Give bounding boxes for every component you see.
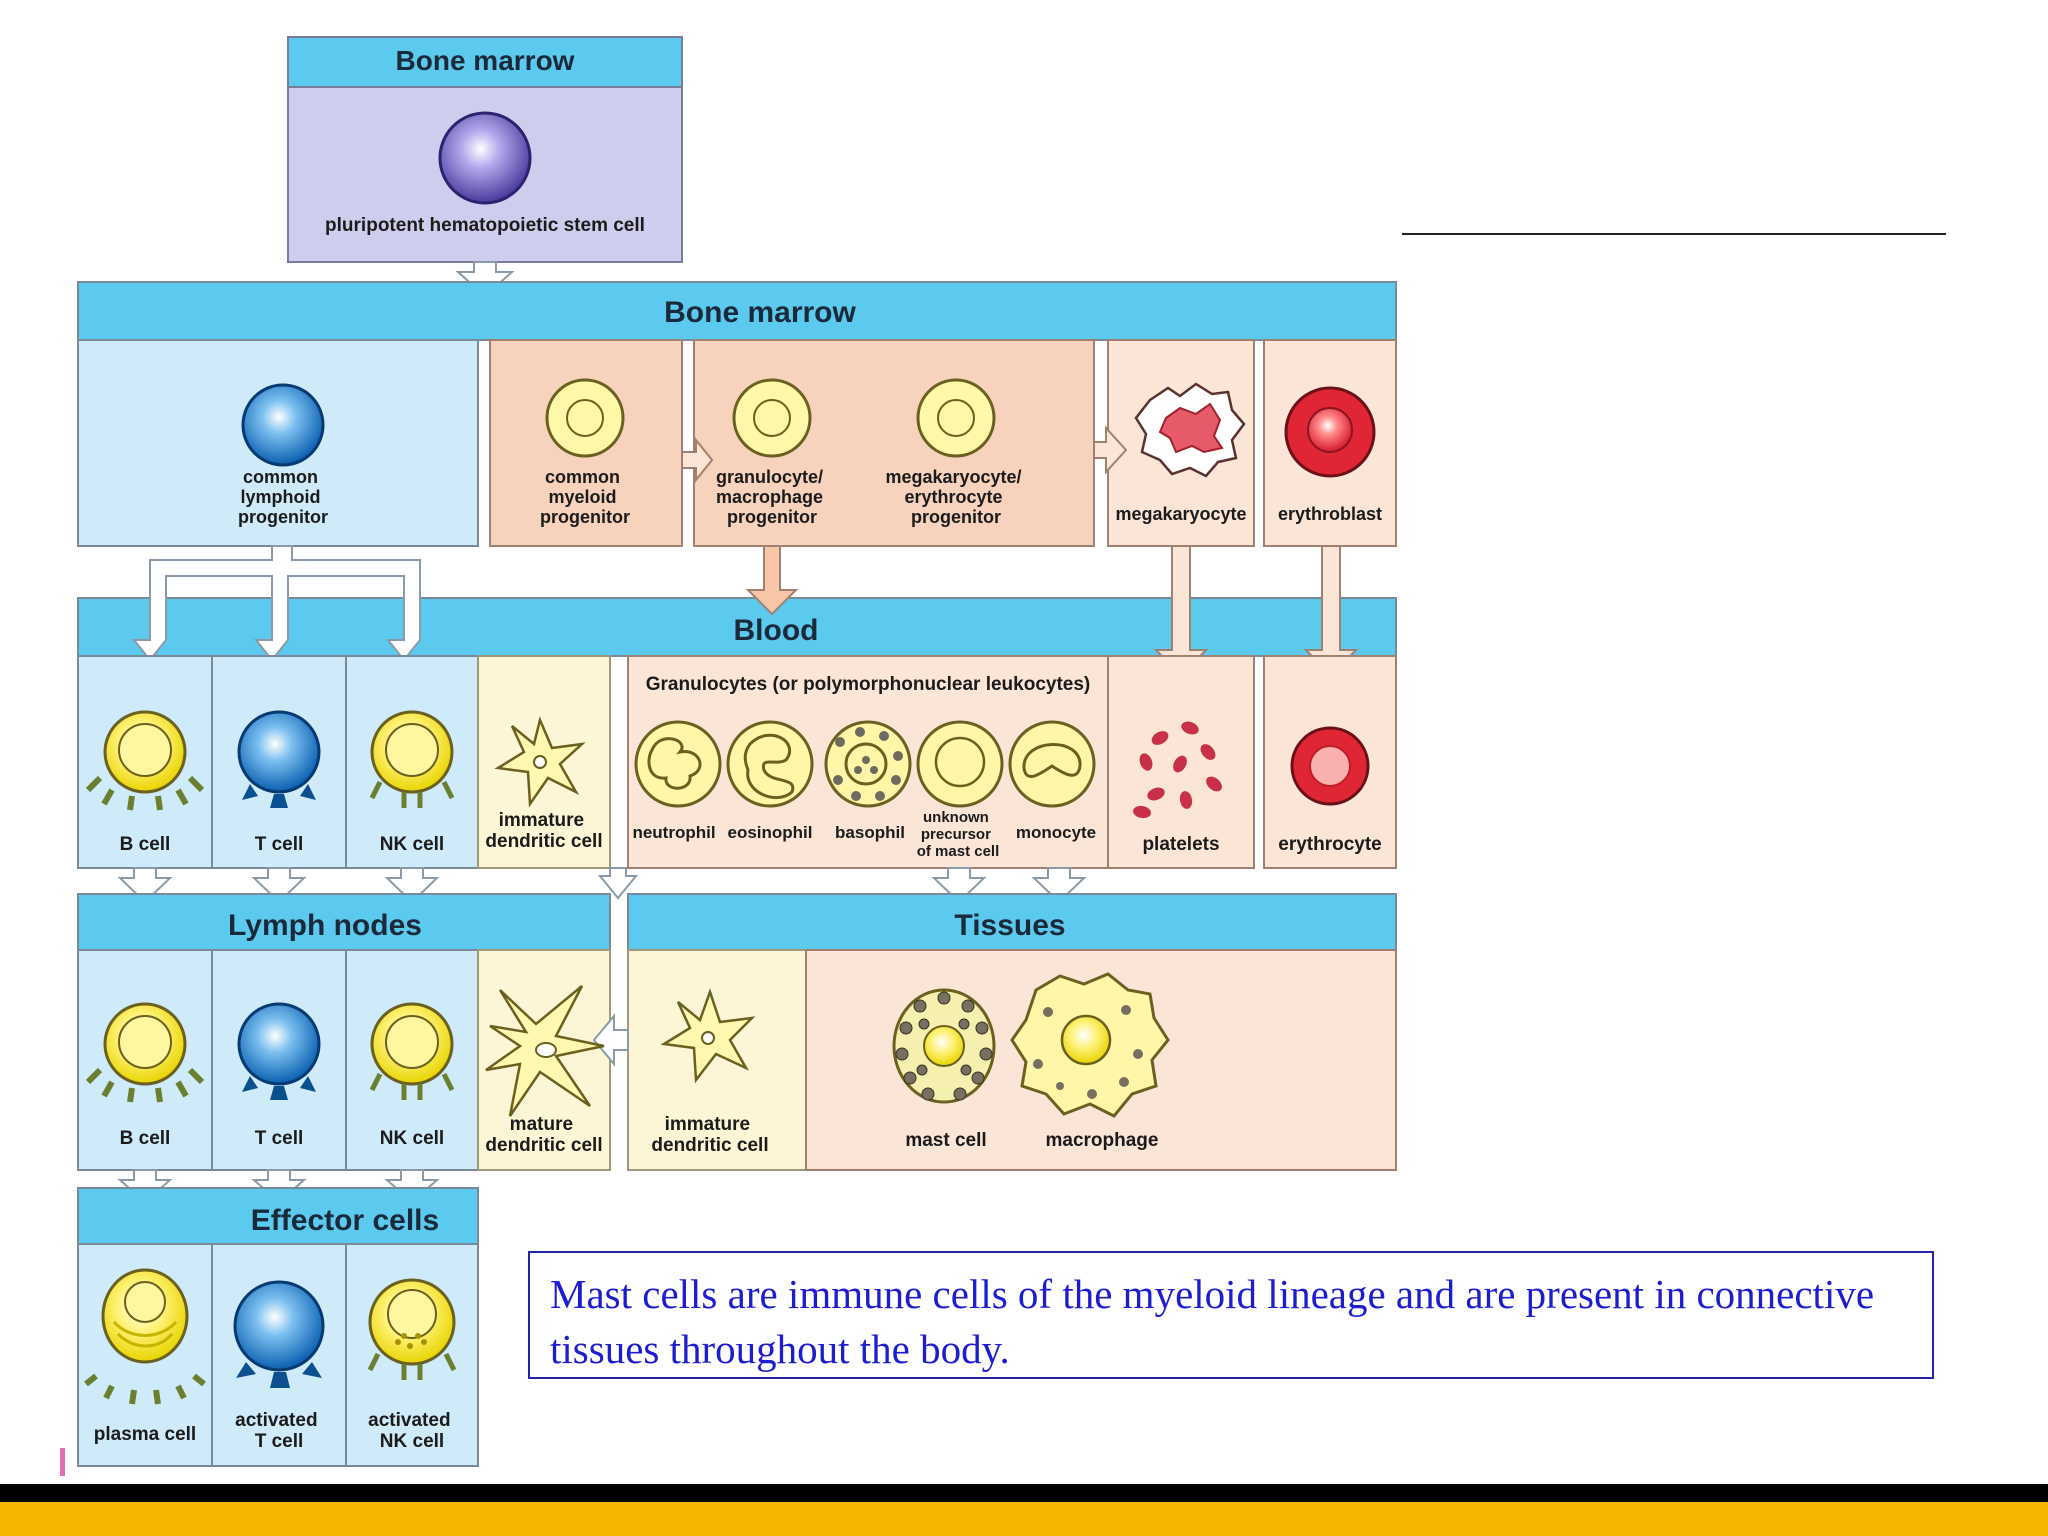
- basophil-label: basophil: [835, 823, 905, 842]
- mature-dc-nucleus: [535, 1042, 557, 1058]
- tissues-header-label: Tissues: [954, 909, 1065, 942]
- footer-black-bar: [0, 1484, 2048, 1502]
- monocyte-label: monocyte: [1016, 823, 1096, 842]
- effector-header: [77, 1187, 479, 1245]
- tissue-idc-panel: [627, 949, 807, 1171]
- arrow-gmp-blood: [745, 545, 799, 616]
- mature-dc-label: mature dendritic cell: [485, 1114, 602, 1156]
- basophil-icon: [824, 720, 912, 808]
- top-header: [287, 36, 683, 88]
- macrophage-label: macrophage: [1046, 1130, 1159, 1151]
- mast-precursor-icon: [916, 720, 1004, 808]
- activated-t-cell-icon: [233, 1280, 325, 1388]
- top-header-label: Bone marrow: [396, 45, 575, 76]
- blood-b-cell-icon: [85, 710, 205, 811]
- cmp-nucleus: [566, 399, 604, 437]
- gmp-mep-panel: [693, 339, 1095, 547]
- tissue-idc-nucleus: [701, 1031, 715, 1045]
- lymph-header-label: Lymph nodes: [228, 909, 422, 942]
- platelets-label: platelets: [1142, 834, 1219, 855]
- activated-nk-label: activated NK cell: [368, 1410, 456, 1452]
- horizontal-rule: [1402, 233, 1946, 235]
- gmp-label: granulocyte/ macrophage progenitor: [716, 467, 828, 527]
- erythroblast-label: erythroblast: [1278, 504, 1382, 524]
- lymph-t-label: T cell: [255, 1128, 304, 1149]
- activated-t-label: activated T cell: [235, 1410, 323, 1452]
- blood-header-label: Blood: [734, 614, 819, 647]
- blood-nk-cell-icon: [369, 710, 455, 808]
- eosinophil-label: eosinophil: [728, 823, 813, 842]
- blood-idc-nucleus: [533, 755, 547, 769]
- blood-t-label: T cell: [255, 834, 304, 855]
- neutrophil-icon: [634, 720, 722, 808]
- activated-nk-cell-icon: [367, 1278, 457, 1380]
- megakaryocyte-label: megakaryocyte: [1115, 504, 1246, 524]
- arrow-idc-tissue: [597, 867, 639, 900]
- erythrocyte-label: erythrocyte: [1278, 834, 1382, 855]
- mep-label: megakaryocyte/ erythrocyte progenitor: [885, 467, 1026, 527]
- effector-header-label: Effector cells: [251, 1204, 439, 1237]
- arrow-nk-lymph: [384, 867, 440, 904]
- stem-cell-icon: [438, 111, 532, 205]
- slide-marker: [60, 1448, 65, 1476]
- macrophage-icon: [1010, 972, 1170, 1118]
- arrow-cmp-gmp: [681, 437, 714, 483]
- platelets-icon: [1133, 721, 1222, 819]
- arrow-mep-mk: [1093, 425, 1128, 475]
- mast-cell-icon: [892, 988, 996, 1104]
- caption-box: Mast cells are immune cells of the myelo…: [528, 1251, 1934, 1379]
- footer-yellow-bar: [0, 1502, 2048, 1536]
- monocyte-icon: [1008, 720, 1096, 808]
- blood-nk-label: NK cell: [380, 834, 444, 855]
- lymph-nk-cell-icon: [369, 1002, 455, 1100]
- arrow-tissue-to-lymph-dc: [592, 1013, 629, 1067]
- cmp-label: common myeloid progenitor: [540, 467, 630, 527]
- blood-t-cell-icon: [237, 710, 321, 808]
- blood-idc-label: immature dendritic cell: [485, 810, 602, 852]
- clp-label: common lymphoid progenitor: [238, 467, 328, 527]
- blood-b-label: B cell: [120, 834, 171, 855]
- arrow-b-lymph: [117, 867, 173, 904]
- clp-icon: [241, 383, 325, 467]
- tissues-header: [627, 893, 1397, 951]
- mep-nucleus: [937, 399, 975, 437]
- erythroblast-nucleus: [1307, 407, 1353, 453]
- arrow-monocyte-tissue: [1031, 867, 1087, 904]
- plasma-cell-icon: [84, 1268, 206, 1405]
- mast-precursor-label: unknown precursor of mast cell: [917, 809, 1000, 860]
- erythrocyte-center: [1309, 745, 1351, 787]
- tissue-idc-label: immature dendritic cell: [651, 1114, 768, 1156]
- megakaryocyte-nucleus: [1158, 402, 1224, 454]
- granulocytes-title: Granulocytes (or polymorphonuclear leuko…: [646, 674, 1091, 695]
- arrow-t-lymph: [251, 867, 307, 904]
- bone-marrow-header-label: Bone marrow: [664, 296, 856, 329]
- neutrophil-label: neutrophil: [632, 823, 715, 842]
- stem-cell-label: pluripotent hematopoietic stem cell: [325, 215, 645, 236]
- lymph-nk-label: NK cell: [380, 1128, 444, 1149]
- lymph-t-cell-icon: [237, 1002, 321, 1100]
- mast-cell-label: mast cell: [905, 1130, 986, 1151]
- lymph-header: [77, 893, 611, 951]
- eosinophil-icon: [726, 720, 814, 808]
- arrow-precursor-tissue: [931, 867, 987, 904]
- lymph-b-cell-icon: [85, 1002, 205, 1103]
- plasma-cell-label: plasma cell: [94, 1424, 196, 1445]
- lymph-b-label: B cell: [120, 1128, 171, 1149]
- gmp-nucleus: [753, 399, 791, 437]
